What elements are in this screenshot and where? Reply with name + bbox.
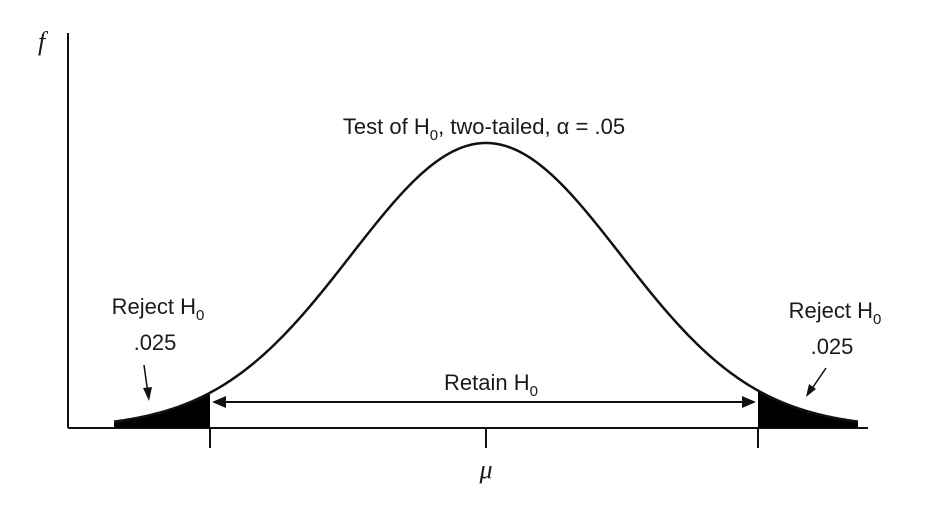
right-tail-area: .025 [811,334,854,359]
retain-arrow-right-head [742,396,756,408]
retain-region-label: Retain H0 [444,370,538,400]
normal-curve [113,141,859,423]
left-tail-pointer-head [143,387,152,401]
left-rejection-region [114,392,210,428]
y-axis-label: f [38,27,49,56]
retain-arrow-left-head [212,396,226,408]
right-rejection-region [758,390,858,428]
left-reject-label: Reject H0 [112,294,205,324]
right-tail-pointer-head [806,384,816,397]
right-tail-pointer [810,367,827,391]
mean-label: μ [478,455,492,484]
diagram-title: Test of H0, two-tailed, α = .05 [343,114,625,144]
left-tail-area: .025 [134,330,177,355]
right-reject-label: Reject H0 [789,298,882,328]
